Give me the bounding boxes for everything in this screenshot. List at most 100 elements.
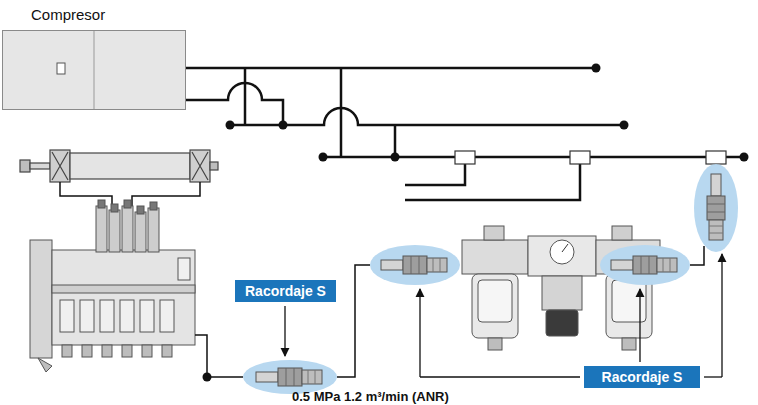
one-touch-fitting bbox=[707, 174, 725, 240]
door-divider bbox=[94, 31, 95, 109]
supply-tube bbox=[337, 265, 370, 377]
frl-unit bbox=[488, 338, 502, 350]
compressor-detail bbox=[3, 31, 185, 109]
frl-unit bbox=[478, 280, 512, 322]
supply-tube bbox=[195, 246, 704, 377]
leader-arrow bbox=[639, 289, 640, 362]
air-piping bbox=[405, 164, 580, 200]
frl-unit bbox=[550, 240, 574, 264]
tee-fitting bbox=[455, 151, 475, 164]
valve-manifold bbox=[162, 345, 172, 357]
valve-manifold bbox=[30, 200, 195, 372]
fitting-highlight bbox=[600, 245, 690, 285]
air-cylinder bbox=[50, 150, 70, 182]
one-touch-fitting bbox=[611, 256, 677, 274]
valve-manifold bbox=[160, 300, 174, 332]
air-cylinder bbox=[30, 163, 50, 169]
one-touch-fitting bbox=[381, 256, 447, 274]
pipe-dot bbox=[391, 153, 400, 162]
valve-manifold bbox=[148, 208, 159, 252]
pipe-dot bbox=[740, 153, 749, 162]
valve-manifold bbox=[100, 300, 114, 332]
pipe-dot bbox=[620, 121, 629, 130]
valve-manifold bbox=[30, 240, 52, 358]
callout-box: Racordaje S bbox=[584, 366, 700, 388]
fitting-highlight bbox=[694, 164, 738, 252]
frl-unit bbox=[528, 236, 596, 276]
frl-unit bbox=[484, 226, 504, 240]
pipe-dot bbox=[226, 121, 235, 130]
valve-manifold bbox=[109, 210, 120, 252]
valve-manifold bbox=[137, 206, 144, 214]
air-piping bbox=[394, 125, 397, 157]
pipe-dot bbox=[203, 64, 749, 382]
valve-manifold bbox=[62, 345, 72, 357]
air-piping bbox=[230, 108, 624, 125]
air-cylinder bbox=[210, 162, 218, 170]
leader-arrow bbox=[704, 376, 722, 377]
compressor-label: Compresor bbox=[31, 6, 105, 24]
valve-manifold bbox=[142, 345, 152, 357]
air-cylinder bbox=[190, 150, 210, 182]
valve-manifold bbox=[96, 206, 107, 252]
frl-unit bbox=[542, 276, 582, 310]
leader-arrow bbox=[284, 306, 285, 356]
valve-manifold bbox=[52, 285, 195, 293]
valve-manifold bbox=[38, 358, 52, 372]
valve-manifold bbox=[178, 258, 190, 280]
valve-manifold bbox=[150, 202, 157, 210]
air-piping bbox=[340, 68, 343, 157]
air-cylinder bbox=[192, 152, 208, 180]
supply-tube bbox=[690, 246, 704, 265]
air-piping bbox=[244, 68, 247, 125]
fitting-highlight bbox=[243, 360, 337, 394]
frl-unit bbox=[562, 244, 568, 252]
cylinder-tube bbox=[132, 182, 200, 206]
leader-arrow bbox=[420, 376, 580, 377]
valve-manifold bbox=[140, 300, 154, 332]
air-cylinder bbox=[52, 152, 68, 180]
frl-unit bbox=[472, 274, 518, 338]
valve-manifold bbox=[60, 300, 74, 332]
supply-tube bbox=[195, 335, 243, 377]
tee-fitting bbox=[570, 151, 590, 164]
air-piping bbox=[186, 83, 283, 125]
fitting-highlight bbox=[243, 164, 738, 394]
frl-unit bbox=[622, 338, 636, 350]
pipe-dot bbox=[279, 121, 288, 130]
valve-manifold bbox=[122, 206, 133, 252]
valve-manifold bbox=[111, 204, 118, 212]
door-handle bbox=[57, 63, 65, 74]
tee-fitting bbox=[455, 151, 726, 164]
air-piping bbox=[186, 67, 596, 70]
callout-text: Racordaje S bbox=[245, 283, 326, 299]
valve-manifold bbox=[82, 345, 92, 357]
fitting-highlight bbox=[370, 245, 460, 285]
leader-arrow bbox=[285, 254, 722, 377]
one-touch-fitting bbox=[256, 368, 322, 386]
leader-arrow bbox=[721, 254, 722, 377]
frl-unit bbox=[612, 280, 646, 322]
air-piping bbox=[323, 156, 744, 159]
flow-rating: 0.5 MPa 1.2 m³/min (ANR) bbox=[292, 389, 449, 404]
pipe-dot bbox=[592, 64, 601, 73]
pipe-dot bbox=[319, 153, 328, 162]
valve-manifold bbox=[80, 300, 94, 332]
callout-text: Racordaje S bbox=[602, 369, 683, 385]
frl-unit bbox=[546, 310, 578, 336]
valve-manifold bbox=[102, 345, 112, 357]
air-cylinder bbox=[20, 160, 30, 172]
valve-manifold bbox=[122, 345, 132, 357]
frl-unit bbox=[462, 240, 528, 274]
air-cylinder bbox=[70, 153, 190, 179]
valve-manifold bbox=[98, 200, 105, 208]
tee-fitting bbox=[706, 151, 726, 164]
air-cylinder bbox=[20, 150, 218, 182]
valve-manifold bbox=[135, 212, 146, 252]
leader-arrow bbox=[419, 289, 420, 377]
callout-box: Racordaje S bbox=[235, 280, 336, 302]
valve-manifold bbox=[120, 300, 134, 332]
frl-unit bbox=[612, 226, 632, 240]
valve-manifold bbox=[52, 250, 195, 345]
